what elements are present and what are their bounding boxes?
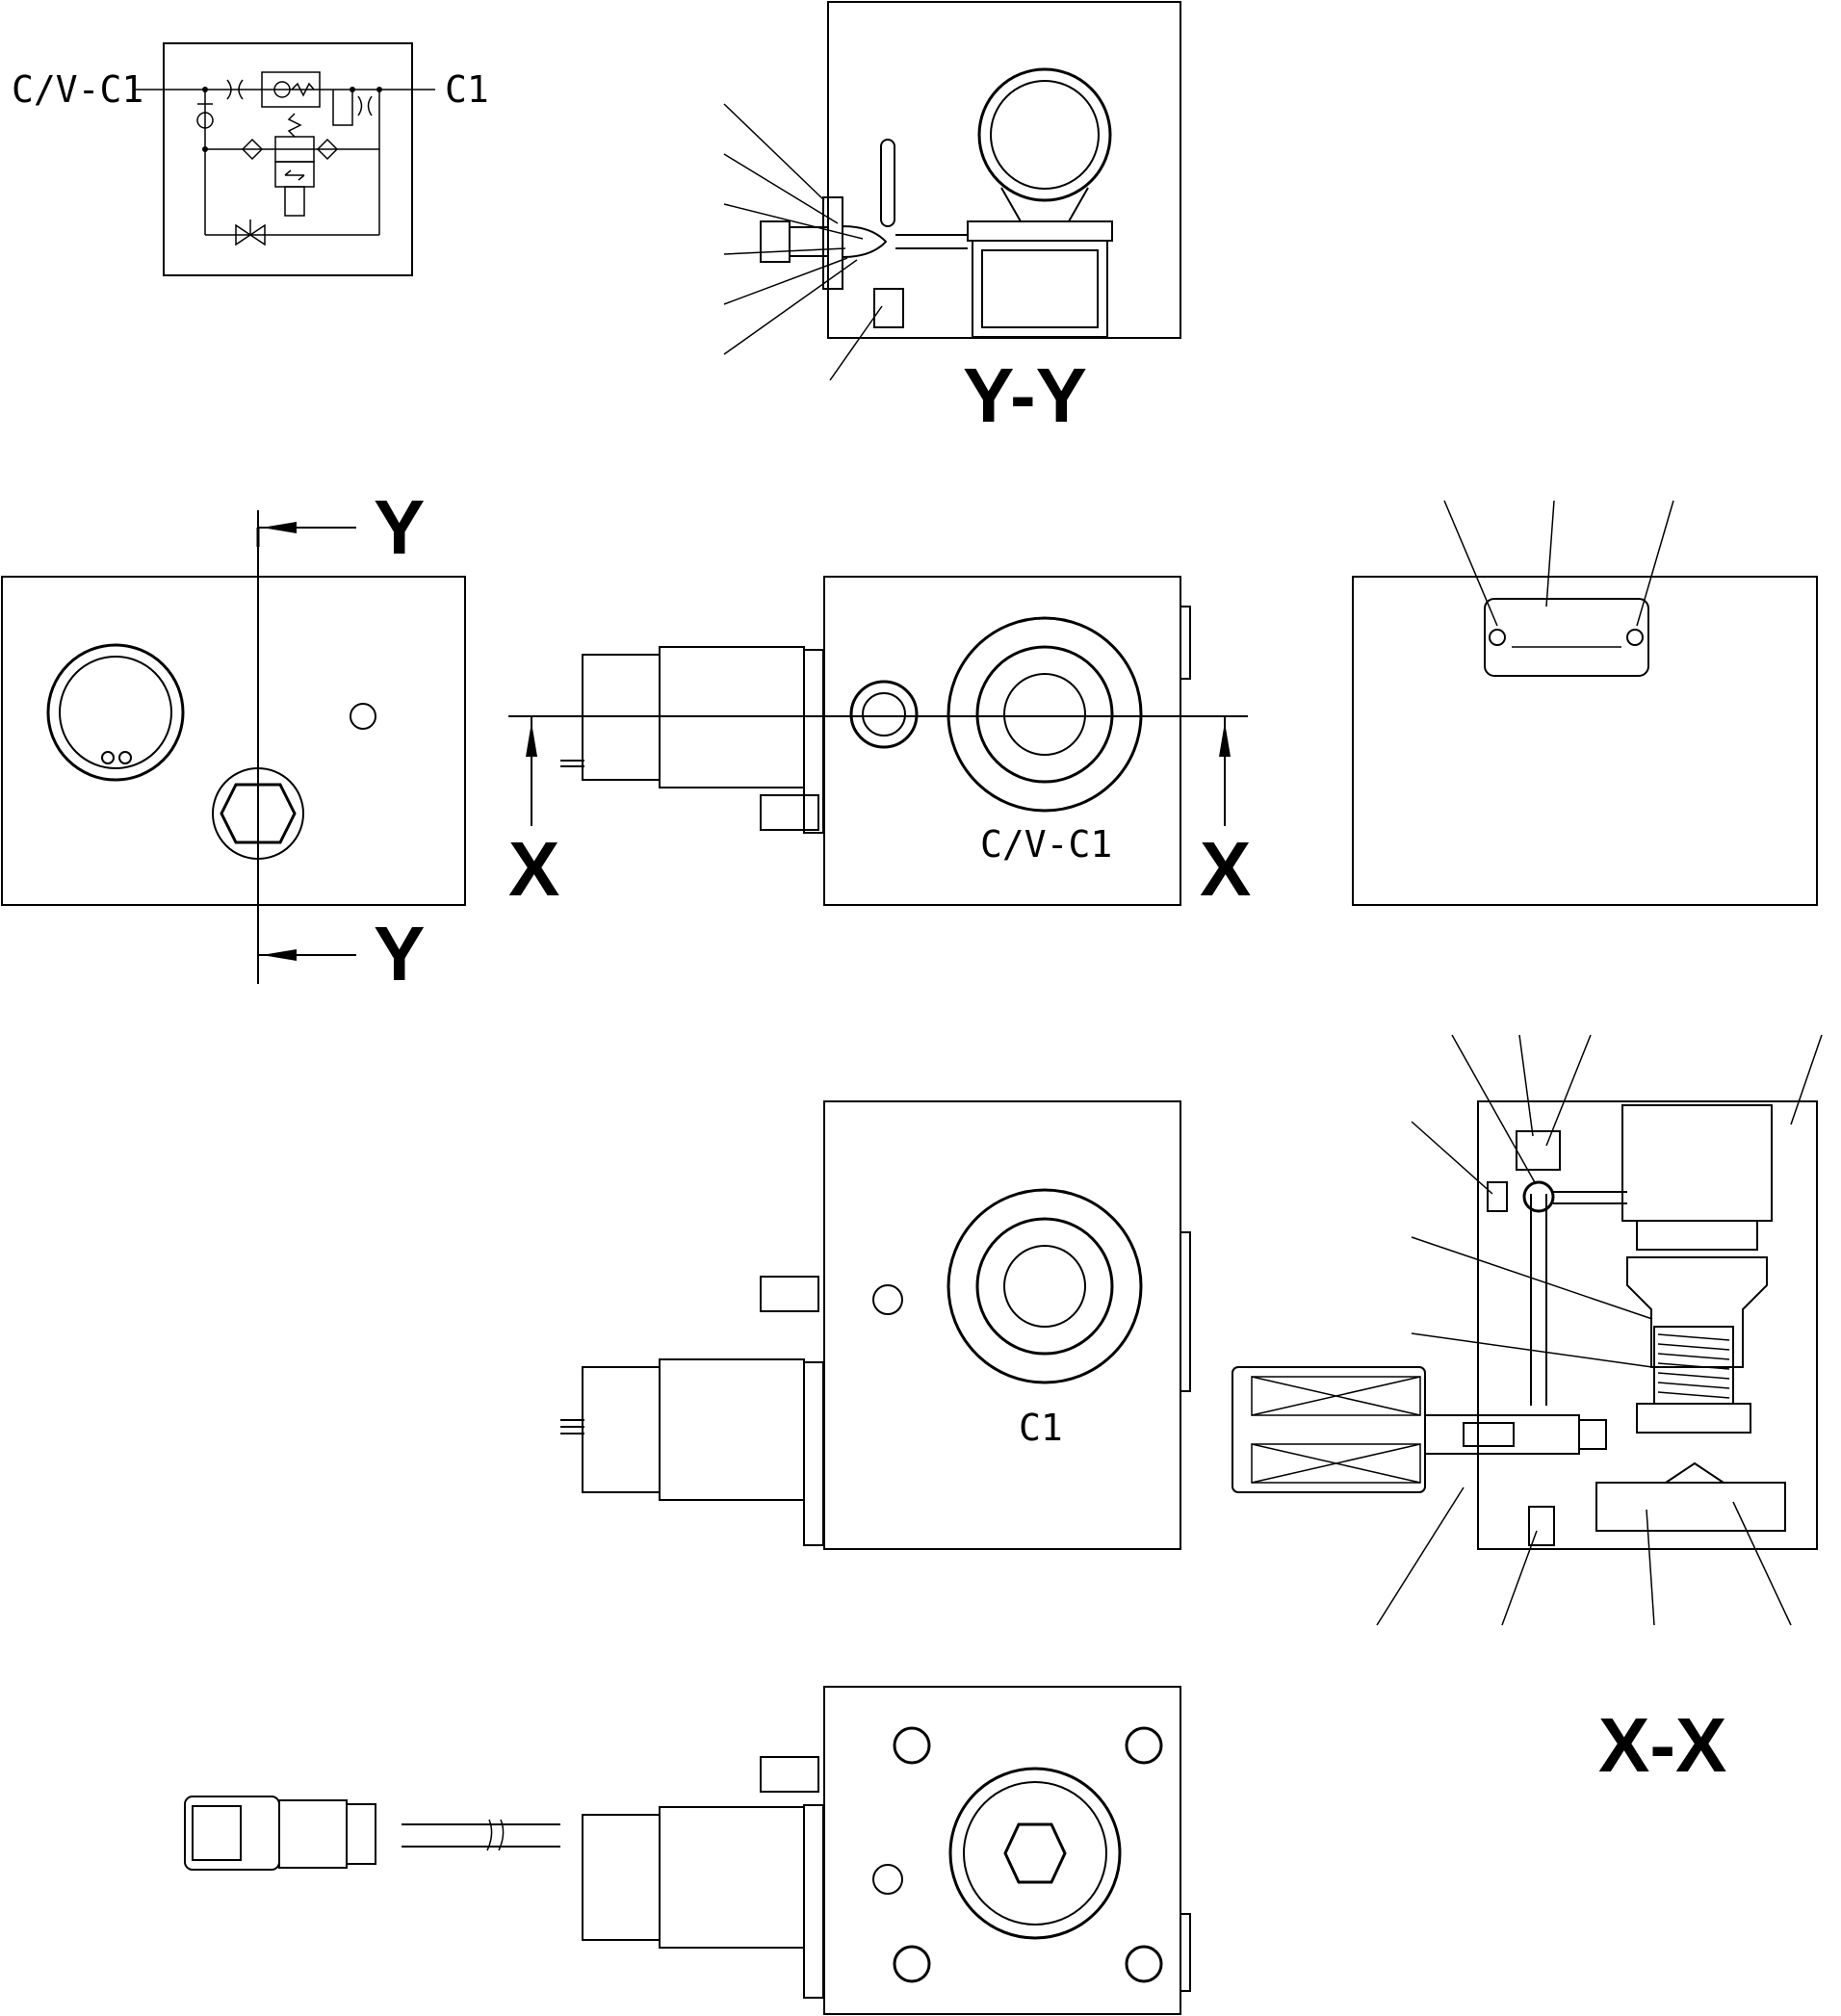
front-view: X X C/V-C1 xyxy=(508,576,1251,912)
rear-view: C1 xyxy=(560,1100,1191,1550)
section-x-x-view: X-X xyxy=(1232,1034,1823,1788)
schematic-port-left-label: C/V-C1 xyxy=(12,68,143,111)
front-port-label: C/V-C1 xyxy=(980,823,1112,866)
section-marker-x-left: X xyxy=(508,826,559,912)
rear-port-label: C1 xyxy=(1019,1407,1063,1449)
side-view-left: Y Y xyxy=(1,484,466,996)
section-marker-x-right: X xyxy=(1200,826,1251,912)
section-y-y-view: Y-Y xyxy=(723,1,1181,438)
section-marker-y-bottom: Y xyxy=(374,911,425,996)
section-marker-y-top: Y xyxy=(374,484,425,570)
hydraulic-schematic: C/V-C1 C1 xyxy=(12,42,489,276)
bottom-view xyxy=(184,1686,1191,2015)
schematic-port-right-label: C1 xyxy=(445,68,489,111)
side-view-right xyxy=(1352,500,1818,906)
section-x-x-title: X-X xyxy=(1598,1702,1726,1788)
section-y-y-title: Y-Y xyxy=(963,352,1087,438)
